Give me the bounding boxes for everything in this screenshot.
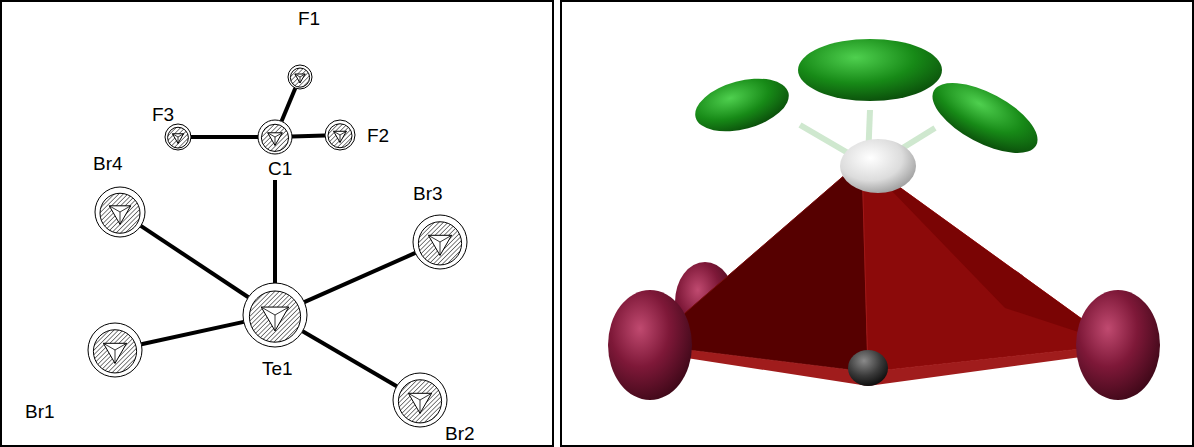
- atom-hatch: [261, 124, 288, 151]
- ortep-drawing: [88, 65, 467, 427]
- atom-hatch: [290, 68, 309, 87]
- atom-hatch: [100, 193, 140, 233]
- principal-axis: [295, 74, 300, 77]
- principal-axis: [340, 135, 341, 142]
- principal-axis: [120, 206, 131, 212]
- bond-line: [141, 322, 243, 344]
- atom-outline: [393, 373, 447, 427]
- pyramid-base-edge: [648, 345, 1118, 386]
- bond-line: [292, 135, 325, 136]
- octant-cut: [172, 134, 183, 144]
- atom-label: Br4: [93, 154, 123, 173]
- principal-axis: [275, 307, 289, 315]
- bond-line: [141, 226, 249, 297]
- bond-line: [304, 253, 415, 302]
- bromine-ellipsoid: [1076, 290, 1160, 400]
- panel-frame: [1, 1, 553, 446]
- fluorine-ellipsoid: [798, 39, 942, 101]
- carbon-ellipsoid: [840, 139, 916, 193]
- principal-axis: [300, 74, 305, 77]
- atom-label: Te1: [262, 359, 293, 378]
- atom-label: F1: [298, 9, 320, 28]
- octant-cut: [261, 307, 288, 331]
- bond-line: [282, 88, 296, 121]
- atom-ellipsoid: [243, 283, 307, 347]
- principal-axis: [275, 137, 276, 145]
- principal-axis: [408, 393, 420, 400]
- principal-axis: [334, 131, 340, 135]
- bromine-ellipsoid: [608, 290, 692, 400]
- atom-ellipsoid: [95, 187, 145, 237]
- atom-hatch: [398, 380, 441, 423]
- atom-label: F2: [367, 126, 389, 145]
- atom-ellipsoid: [258, 120, 292, 154]
- atom-outline: [243, 283, 307, 347]
- atom-outline: [325, 120, 355, 150]
- fluorine-ellipsoid: [922, 69, 1048, 168]
- principal-axis: [178, 137, 179, 143]
- principal-axis: [440, 235, 452, 242]
- principal-axis: [268, 133, 275, 137]
- octant-cut: [428, 235, 451, 255]
- atom-outline: [288, 65, 312, 89]
- atom-ellipsoid: [165, 124, 191, 150]
- atom-hatch: [418, 222, 461, 265]
- atom-label: C1: [268, 159, 292, 178]
- polyhedron-drawing: [608, 39, 1160, 400]
- atom-hatch: [328, 124, 352, 148]
- octant-cut: [268, 133, 283, 146]
- principal-axis: [103, 343, 115, 350]
- atom-hatch: [249, 291, 300, 342]
- octant-cut: [334, 131, 347, 142]
- bond-line: [273, 180, 277, 283]
- atom-outline: [258, 120, 292, 154]
- atom-label: Br3: [413, 184, 443, 203]
- fluorine-ellipsoid: [689, 69, 794, 140]
- bond-line: [191, 135, 258, 139]
- atom-label: Br1: [25, 402, 55, 421]
- octant-cut: [109, 206, 130, 225]
- principal-axis: [420, 400, 421, 413]
- octant-cut: [295, 74, 305, 83]
- principal-axis: [428, 235, 440, 242]
- atom-hatch: [93, 330, 136, 373]
- atom-label: Br2: [445, 424, 475, 443]
- atom-label: F3: [152, 105, 174, 124]
- atom-ellipsoid: [88, 323, 142, 377]
- principal-axis: [115, 350, 116, 363]
- bond-line: [303, 331, 397, 386]
- atom-ellipsoid: [413, 215, 467, 269]
- principal-axis: [109, 206, 120, 212]
- principal-axis: [420, 393, 432, 400]
- principal-axis: [300, 77, 301, 83]
- principal-axis: [115, 343, 127, 350]
- principal-axis: [172, 134, 178, 137]
- atom-outline: [413, 215, 467, 269]
- atom-ellipsoid: [393, 373, 447, 427]
- atom-outline: [95, 187, 145, 237]
- atom-ellipsoid: [325, 120, 355, 150]
- principal-axis: [340, 131, 346, 135]
- tellurium-sphere: [848, 350, 888, 386]
- principal-axis: [261, 307, 275, 315]
- octant-cut: [103, 343, 126, 363]
- octant-cut: [408, 393, 431, 413]
- principal-axis: [275, 133, 282, 137]
- principal-axis: [275, 315, 276, 331]
- principal-axis: [178, 134, 184, 137]
- panel-frame: [561, 1, 1193, 446]
- atom-outline: [88, 323, 142, 377]
- atom-outline: [165, 124, 191, 150]
- principal-axis: [120, 212, 121, 224]
- principal-axis: [440, 242, 441, 255]
- atom-ellipsoid: [288, 65, 312, 89]
- atom-hatch: [168, 127, 189, 148]
